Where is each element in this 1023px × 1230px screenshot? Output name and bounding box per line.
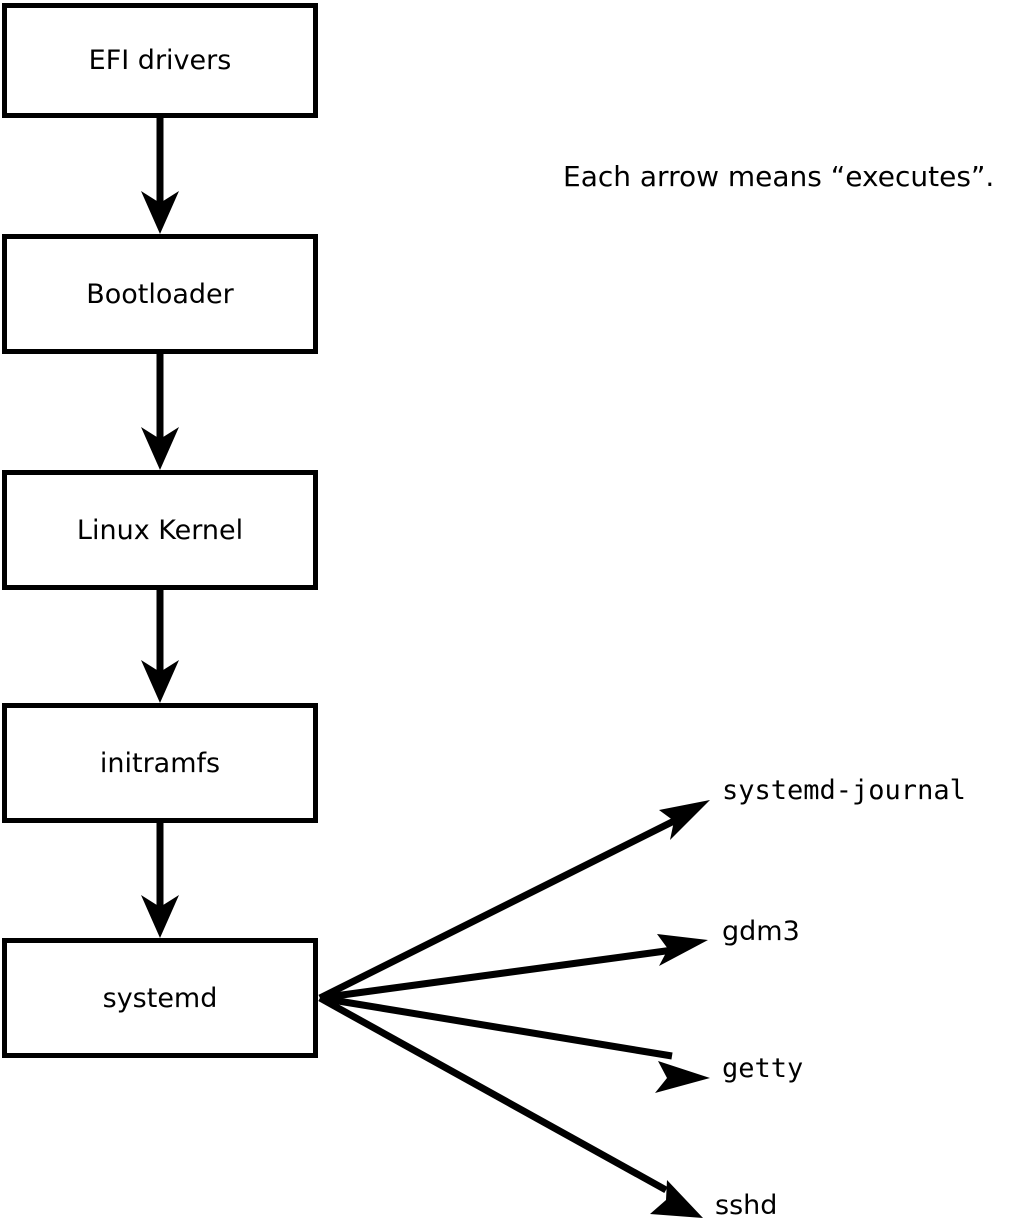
node-box-initramfs[interactable]: initramfs: [2, 703, 318, 823]
chain-arrow-efi-to-bootloader: [141, 118, 179, 234]
fan-arrow-getty: [319, 994, 710, 1093]
node-label-efi-drivers: EFI drivers: [88, 45, 232, 76]
node-box-efi-drivers[interactable]: EFI drivers: [2, 3, 318, 118]
fan-arrow-sshd: [318, 994, 703, 1218]
chain-arrow-bootloader-to-kernel: [141, 354, 179, 470]
diagram-annotation: Each arrow means “executes”.: [563, 160, 995, 193]
fan-arrow-gdm3: [319, 934, 708, 1002]
node-box-bootloader[interactable]: Bootloader: [2, 234, 318, 354]
node-label-linux-kernel: Linux Kernel: [76, 514, 244, 546]
leaf-label-gdm3[interactable]: gdm3: [722, 916, 800, 947]
leaf-label-getty[interactable]: getty: [722, 1053, 804, 1084]
node-box-systemd[interactable]: systemd: [2, 938, 318, 1058]
fan-arrow-systemd-journal: [318, 800, 710, 1002]
chain-arrow-initramfs-to-systemd: [141, 823, 179, 938]
node-label-initramfs: initramfs: [99, 747, 221, 779]
leaf-label-systemd-journal[interactable]: systemd-journal: [722, 775, 966, 806]
node-label-systemd: systemd: [102, 982, 218, 1014]
node-label-bootloader: Bootloader: [86, 278, 234, 310]
leaf-label-sshd[interactable]: sshd: [715, 1190, 778, 1221]
node-box-linux-kernel[interactable]: Linux Kernel: [2, 470, 318, 590]
chain-arrow-kernel-to-initramfs: [141, 590, 179, 703]
